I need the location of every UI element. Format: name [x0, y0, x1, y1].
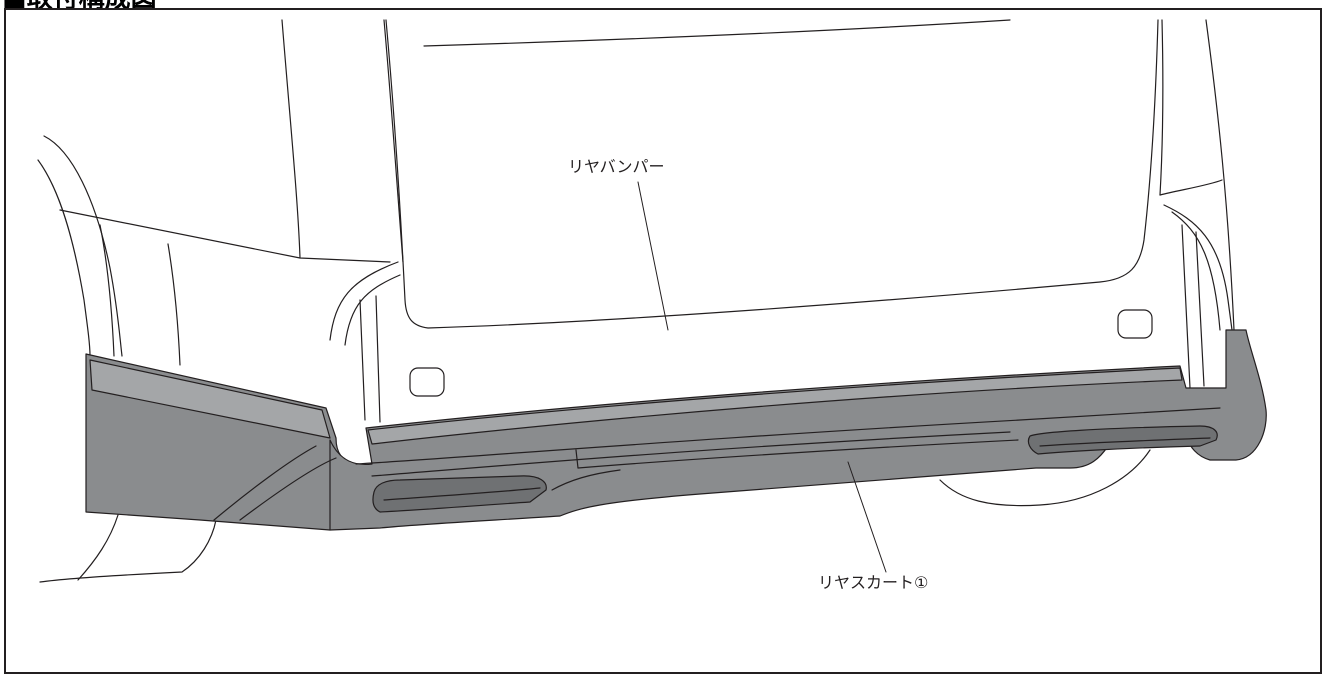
leader-lines: [637, 181, 887, 573]
leader-rear-skirt: [847, 461, 887, 573]
callout-rear-bumper: リヤバンパー: [568, 157, 665, 176]
diagram-frame: [4, 8, 1322, 674]
rear-skirt-part: [85, 329, 1267, 531]
leader-rear-bumper: [637, 181, 669, 331]
callout-rear-skirt: リヤスカート①: [818, 573, 929, 592]
vehicle-body-lines: [37, 19, 1235, 583]
